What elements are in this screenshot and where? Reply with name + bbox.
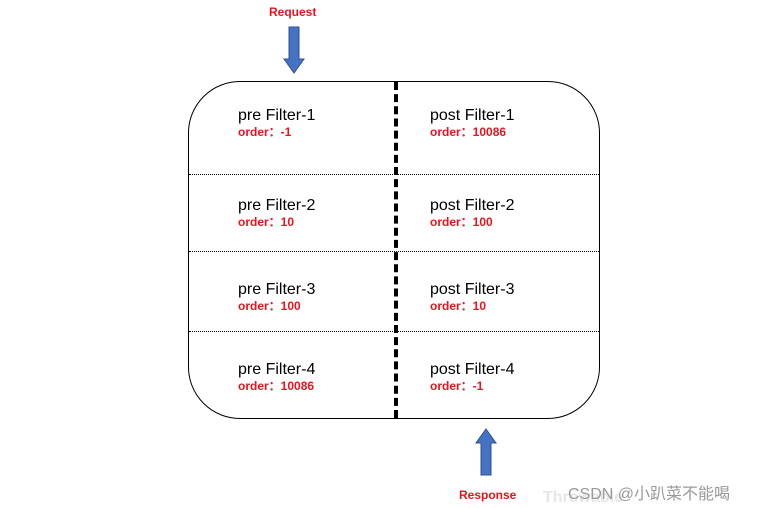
watermark-text: CSDN @小趴菜不能喝: [568, 486, 731, 503]
filter-name: pre Filter-4: [238, 361, 316, 378]
filter-name: post Filter-1: [430, 107, 515, 124]
filter-name: post Filter-4: [430, 361, 515, 378]
filter-order: order：-1: [238, 125, 292, 139]
request-label: Request: [269, 5, 317, 19]
post-filter-1: post Filter-1 order：10086: [430, 107, 514, 140]
filter-name: post Filter-3: [430, 281, 515, 298]
filter-order: order：10: [430, 299, 487, 313]
pre-filter-1: pre Filter-1 order：-1: [238, 107, 315, 140]
filter-name: post Filter-2: [430, 197, 515, 214]
request-arrow-down-icon: [283, 26, 305, 74]
filter-order: order：100: [238, 299, 301, 313]
post-filter-2: post Filter-2 order：100: [430, 197, 514, 230]
response-arrow-up-icon: [475, 428, 497, 476]
filter-order: order：100: [430, 215, 493, 229]
watermark-background-text: Throwable: [543, 489, 624, 506]
post-filter-4: post Filter-4 order：-1: [430, 361, 514, 394]
pre-filter-4: pre Filter-4 order：10086: [238, 361, 315, 394]
filter-order: order：10: [238, 215, 295, 229]
filter-name: pre Filter-3: [238, 281, 316, 298]
filter-name: pre Filter-2: [238, 197, 316, 214]
response-label: Response: [459, 488, 517, 502]
post-filter-3: post Filter-3 order：10: [430, 281, 514, 314]
filter-order: order：10086: [238, 379, 315, 393]
pre-post-separator: [394, 82, 398, 418]
filter-order: order：10086: [430, 125, 507, 139]
pre-filter-3: pre Filter-3 order：100: [238, 281, 315, 314]
filter-chain-box: pre Filter-1 order：-1 post Filter-1 orde…: [188, 81, 600, 419]
filter-order: order：-1: [430, 379, 484, 393]
filter-name: pre Filter-1: [238, 107, 316, 124]
pre-filter-2: pre Filter-2 order：10: [238, 197, 315, 230]
